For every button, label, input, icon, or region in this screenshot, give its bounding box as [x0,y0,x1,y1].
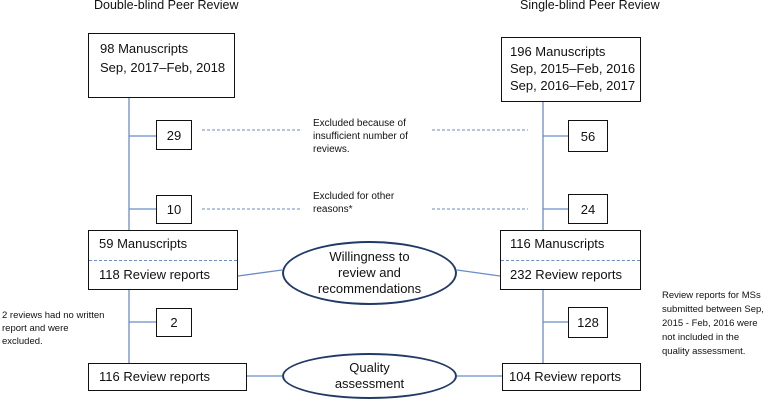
right-final-reports: 104 Review reports [509,369,621,384]
right-start-count: 196 Manuscripts [510,44,606,59]
right-review-reports: 232 Review reports [510,267,622,282]
right-excluded-insufficient-box: 56 [568,120,608,152]
left-no-written-report-count: 2 [170,315,178,330]
excluded-insufficient-line-1: Excluded because of [313,118,406,129]
excluded-other-line-1: Excluded for other [313,191,395,202]
right-not-included-box: 128 [568,307,608,338]
willingness-line-2: review and [338,265,401,280]
left-review-reports: 118 Review reports [99,267,211,282]
right-manuscripts-count: 116 Manuscripts [510,236,605,251]
right-note-line-4: not included in the [662,332,740,343]
left-start-box: 98 Manuscripts Sep, 2017–Feb, 2018 [88,33,235,98]
left-no-written-report-box: 2 [156,308,192,337]
left-excluded-other-box: 10 [156,195,192,224]
left-excluded-insufficient-box: 29 [156,120,192,150]
left-excluded-insufficient-count: 29 [166,127,182,143]
left-manuscripts-count: 59 Manuscripts [99,236,188,251]
right-manuscripts-box: 116 Manuscripts 232 Review reports [500,230,641,290]
willingness-line-3: recommendations [317,281,422,296]
right-note-line-1: Review reports for MSs [662,290,761,301]
left-box-divider [89,260,237,261]
left-manuscripts-box: 59 Manuscripts 118 Review reports [88,230,238,290]
left-column-header: Double-blind Peer Review [94,0,239,12]
left-final-reports: 116 Review reports [99,369,211,384]
left-note-line-2: report and were [2,323,69,334]
right-note-line-2: submitted between Sep, [662,304,764,315]
right-box-divider [501,260,640,261]
quality-line-2: assessment [334,376,405,391]
quality-line-1: Quality [349,360,390,375]
right-start-period-1: Sep, 2015–Feb, 2016 [510,61,636,76]
willingness-ellipse: Willingness to review and recommendation… [282,241,457,305]
excluded-insufficient-line-3: reviews. [313,144,350,155]
right-not-included-count: 128 [577,315,599,330]
left-note-line-1: 2 reviews had no written [2,310,105,321]
right-start-period-2: Sep, 2016–Feb, 2017 [510,78,636,93]
left-start-period: Sep, 2017–Feb, 2018 [100,60,226,75]
right-note-line-5: quality assessment. [662,346,746,357]
right-excluded-other-count: 24 [580,201,596,217]
excluded-insufficient-line-2: insufficient number of [313,131,408,142]
right-final-reports-box: 104 Review reports [502,363,641,391]
excluded-other-line-2: reasons* [313,204,353,215]
right-note-line-3: 2015 - Feb, 2016 were [662,318,758,329]
willingness-line-1: Willingness to [329,249,410,264]
left-excluded-other-count: 10 [166,202,182,217]
right-start-box: 196 Manuscripts Sep, 2015–Feb, 2016 Sep,… [501,37,641,102]
left-start-count: 98 Manuscripts [100,41,189,56]
right-excluded-other-box: 24 [568,194,608,224]
right-excluded-insufficient-count: 56 [580,128,596,144]
left-final-reports-box: 116 Review reports [88,363,247,391]
quality-ellipse: Quality assessment [282,353,457,399]
left-note-line-3: excluded. [2,336,43,347]
right-column-header: Single-blind Peer Review [520,0,660,12]
